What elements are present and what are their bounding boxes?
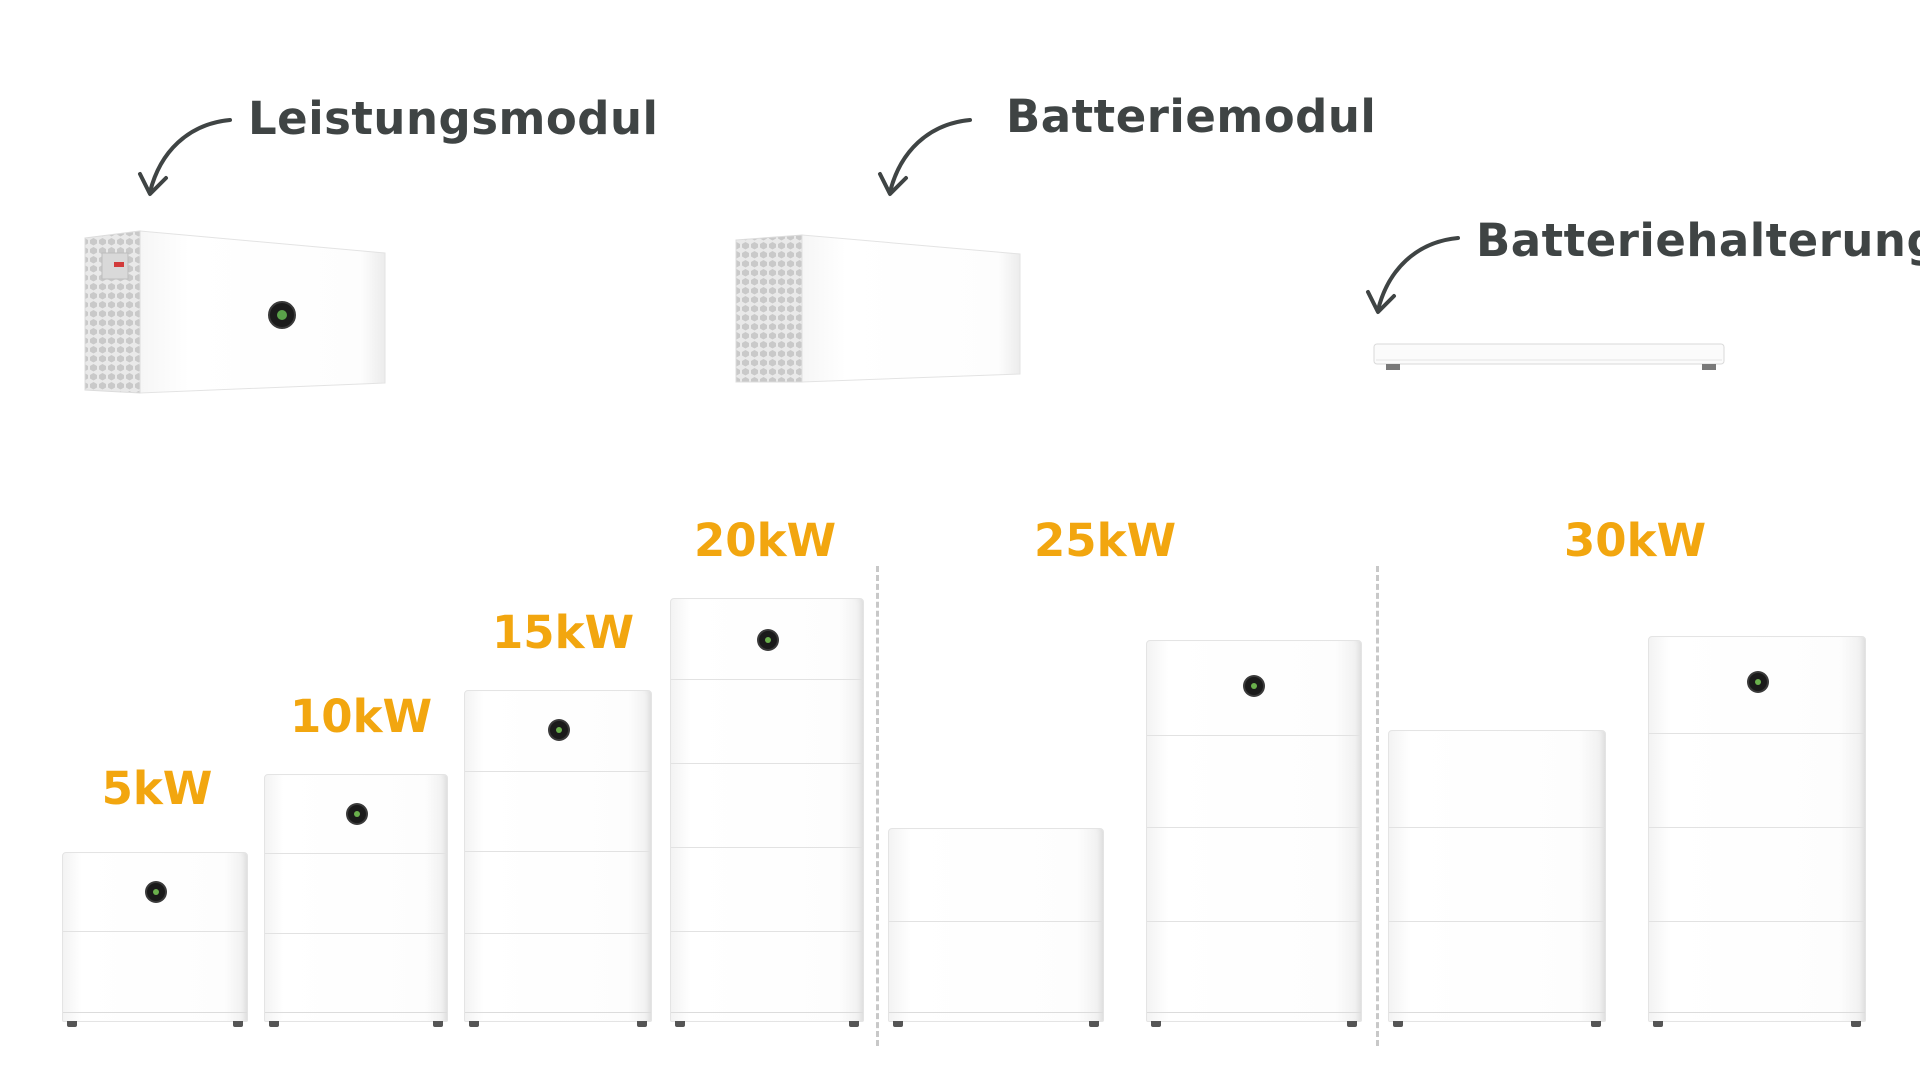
arrow-curved-icon xyxy=(878,118,972,196)
power-label-20kw: 20kW xyxy=(694,514,837,567)
display-knob-icon xyxy=(348,805,366,823)
label-battery-module: Batteriemodul xyxy=(1006,90,1377,143)
label-battery-holder: Batteriehalterung xyxy=(1476,214,1920,267)
stack-5kw xyxy=(62,852,248,1027)
label-power-module: Leistungsmodul xyxy=(248,92,659,145)
display-knob-icon xyxy=(1245,677,1263,695)
battery-holder-image xyxy=(1373,343,1725,370)
power-label-5kw: 5kW xyxy=(101,762,213,815)
battery-module-image xyxy=(735,234,1021,383)
stack-25kw-batteries xyxy=(888,828,1104,1027)
arrow-curved-icon xyxy=(1366,236,1460,314)
power-label-10kw: 10kW xyxy=(290,690,433,743)
power-label-15kw: 15kW xyxy=(492,606,635,659)
display-knob-icon xyxy=(550,721,568,739)
stack-20kw xyxy=(670,598,864,1027)
power-label-30kw: 30kW xyxy=(1564,514,1707,567)
power-label-25kw: 25kW xyxy=(1034,514,1177,567)
display-knob-icon xyxy=(759,631,777,649)
stack-30kw-batteries xyxy=(1388,730,1606,1027)
divider-dashed xyxy=(876,566,879,1046)
display-knob-icon xyxy=(147,883,165,901)
divider-dashed xyxy=(1376,566,1379,1046)
arrow-curved-icon xyxy=(138,118,232,196)
stack-15kw xyxy=(464,690,652,1027)
stack-30kw-main xyxy=(1648,636,1866,1027)
power-module-image xyxy=(84,230,386,394)
stack-10kw xyxy=(264,774,448,1027)
display-knob-icon xyxy=(1749,673,1767,691)
stack-25kw-main xyxy=(1146,640,1362,1027)
